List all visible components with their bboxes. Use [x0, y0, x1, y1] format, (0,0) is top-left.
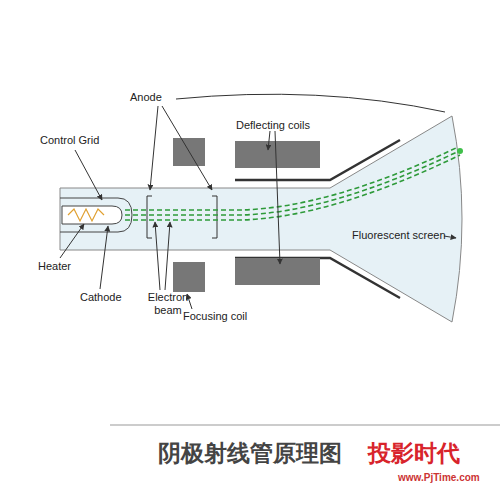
part-label: Anode — [130, 91, 162, 104]
part-label: Fluorescent screen — [352, 229, 446, 242]
watermark: 投影时代 — [368, 440, 460, 468]
part-label: Deflecting coils — [236, 119, 310, 132]
part-label: Focusing coil — [183, 310, 247, 323]
part-label: Heater — [38, 260, 71, 273]
watermark: www.PjTime.com — [398, 472, 480, 484]
caption: 阴极射线管原理图 — [158, 440, 342, 468]
part-label: Cathode — [80, 291, 122, 304]
part-label: Control Grid — [40, 134, 99, 147]
